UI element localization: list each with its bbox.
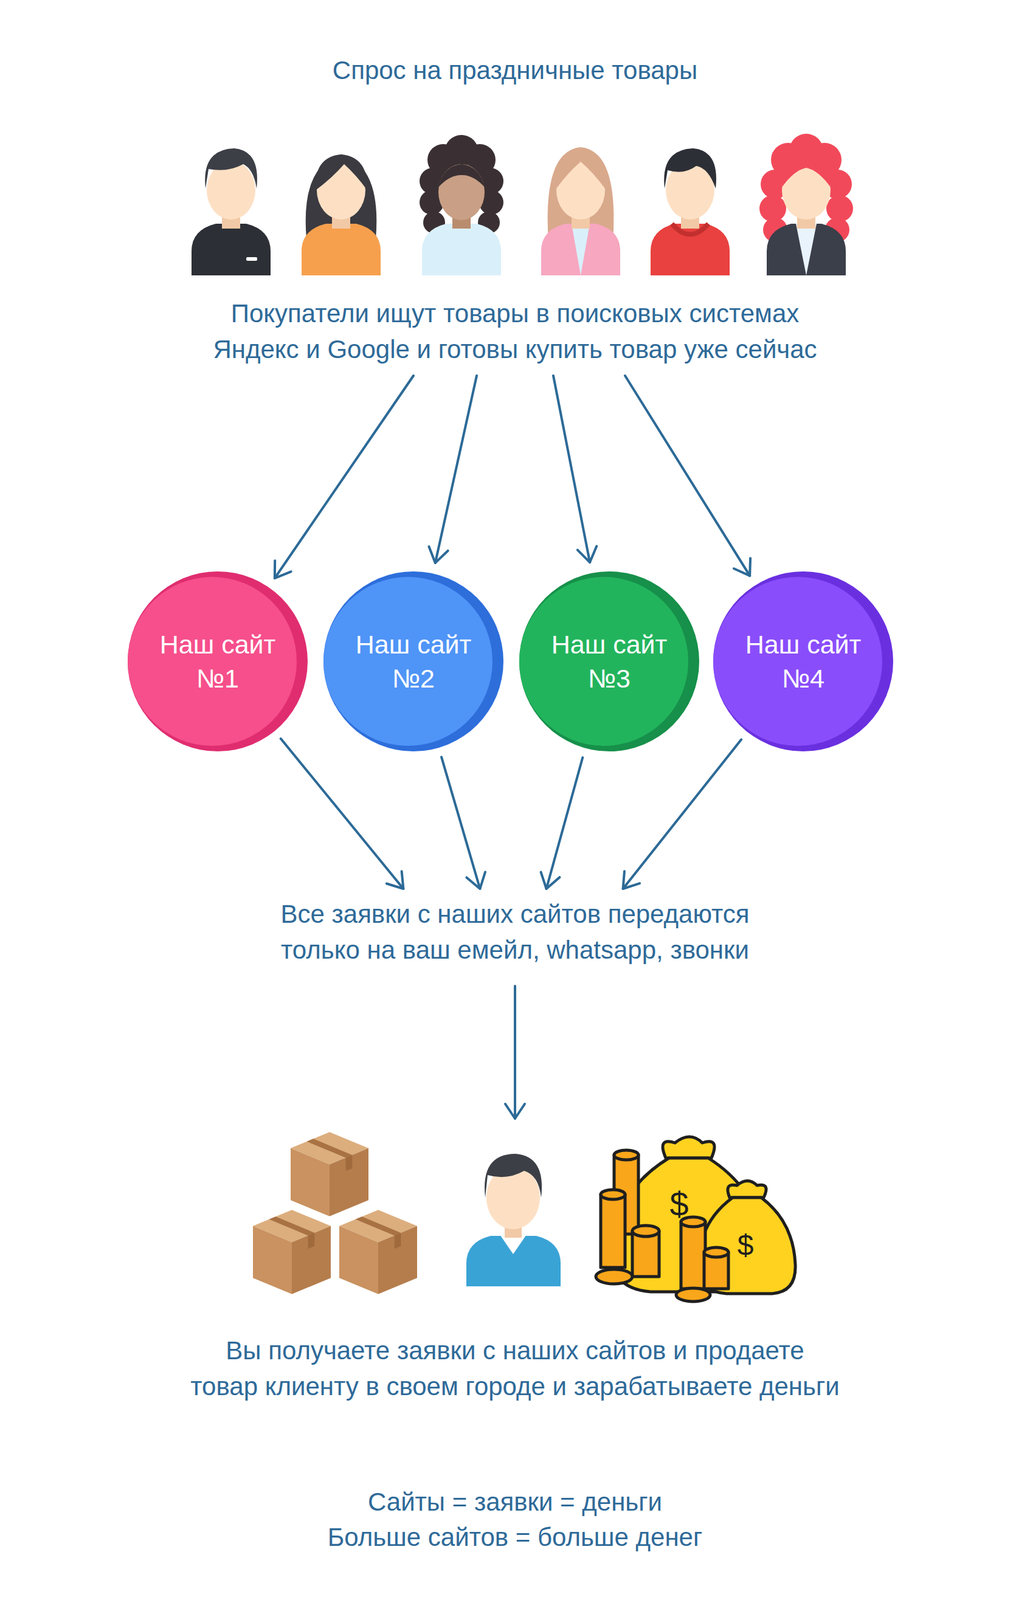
flow-arrow [505, 986, 525, 1119]
arrow-head [733, 558, 751, 576]
arrow-head [505, 1104, 525, 1119]
arrow-head [466, 871, 486, 889]
site-label: Наш сайт №2 [346, 627, 481, 696]
arrow-head [541, 872, 560, 889]
summary-line: Сайты = заявки = деньги [0, 1484, 1030, 1521]
seller-icon [466, 1154, 561, 1287]
circle-shape [323, 571, 504, 752]
site-label: Наш сайт №1 [150, 627, 285, 696]
site-circle: Наш сайт №4 [713, 571, 894, 752]
money-bags: $ $ [595, 1137, 796, 1302]
circle-shape [127, 571, 308, 752]
flow-arrow [280, 738, 404, 889]
text-block: Все заявки с наших сайтов передаются тол… [150, 896, 880, 968]
label-group: Сайты = заявки = деньгиБольше сайтов = б… [0, 1484, 1030, 1556]
arrow-head [428, 546, 448, 564]
person-icon [650, 148, 730, 276]
flow-arrow [541, 757, 584, 889]
node-text: Покупатели ищут товары в поисковых систе… [210, 295, 820, 368]
person-icon [301, 154, 381, 276]
circle-shape [519, 571, 700, 752]
arrow-head [274, 560, 292, 579]
cardboard-boxes [252, 1132, 418, 1295]
flow-arrow [553, 375, 597, 563]
text-block: Покупатели ищут товары в поисковых систе… [210, 295, 820, 368]
diagram-title: Спрос на праздничные товары [0, 53, 1030, 88]
site-label: Наш сайт №4 [736, 627, 871, 696]
svg-text:$: $ [737, 1229, 754, 1262]
flow-arrow [274, 375, 414, 579]
arrow-head [577, 546, 597, 563]
person-icon [759, 133, 854, 276]
node-text: Все заявки с наших сайтов передаются тол… [150, 896, 880, 968]
person-icon [191, 148, 271, 276]
arrow-head [386, 871, 404, 889]
site-label: Наш сайт №3 [542, 627, 677, 696]
circle-shape [713, 571, 894, 752]
flow-arrow [623, 739, 742, 889]
summary-line: Больше сайтов = больше денег [0, 1520, 1030, 1556]
site-circle: Наш сайт №2 [323, 571, 504, 752]
site-circle: Наш сайт №3 [519, 571, 700, 752]
flow-arrow [625, 375, 751, 576]
svg-text:$: $ [669, 1185, 689, 1224]
person-icon [541, 147, 621, 276]
flow-arrow [428, 375, 477, 564]
node-text: Вы получаете заявки с наших сайтов и про… [180, 1332, 850, 1405]
flow-arrow [441, 756, 486, 889]
text-block: Вы получаете заявки с наших сайтов и про… [180, 1126, 850, 1405]
person-icon [419, 134, 504, 276]
arrow-head [623, 871, 640, 889]
site-circle: Наш сайт №1 [127, 571, 308, 752]
